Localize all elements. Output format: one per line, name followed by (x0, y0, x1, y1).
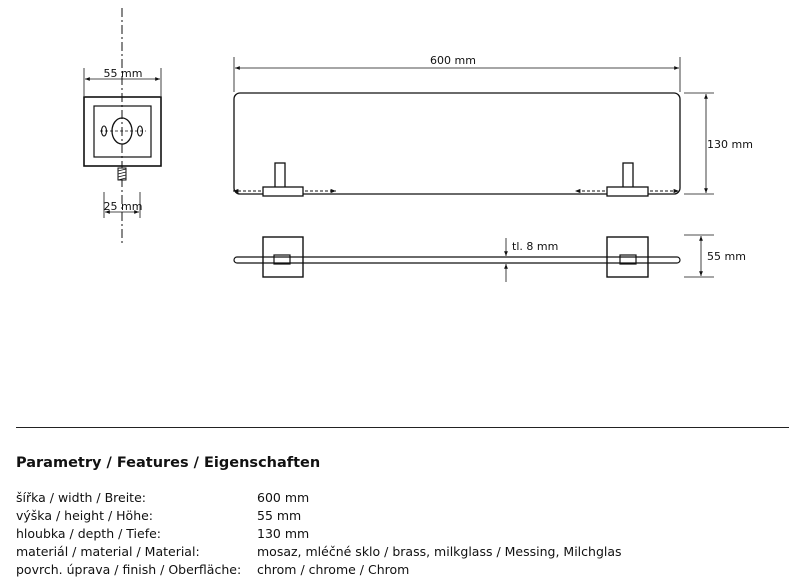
spec-label: šířka / width / Breite: (16, 490, 146, 505)
spec-label: hloubka / depth / Tiefe: (16, 526, 161, 541)
top-bracket-left-outer (262, 236, 304, 278)
top-bracket-right-outer (606, 236, 649, 278)
glass-shelf-front (233, 92, 681, 195)
bracket-left-base (262, 186, 304, 197)
top-bracket-right-inner (619, 254, 637, 265)
side-view (83, 8, 162, 246)
technical-drawing: 55 mm 25 mm 600 mm 130 mm tl. 8 mm (83, 8, 753, 282)
section-divider (16, 427, 789, 428)
side-width-label: 55 mm (104, 67, 143, 80)
length-label: 600 mm (430, 54, 476, 67)
top-bracket-left-inner (273, 254, 291, 265)
top-view (233, 234, 714, 282)
spec-value: chrom / chrome / Chrom (257, 562, 410, 577)
side-plate-outer (83, 96, 162, 167)
thickness-label: tl. 8 mm (512, 240, 558, 253)
front-view (233, 57, 714, 197)
spec-value: 600 mm (257, 490, 310, 505)
glass-shelf-top (233, 256, 681, 264)
side-screw-hole-left (100, 125, 108, 137)
mount-width-label: 25 mm (104, 200, 143, 213)
spec-label: povrch. úprava / finish / Oberfläche: (16, 562, 242, 577)
bracket-right-arm (622, 162, 634, 189)
side-plate-inner (93, 105, 152, 158)
spec-value: 55 mm (257, 508, 302, 523)
spec-label: výška / height / Höhe: (16, 508, 154, 523)
depth-label: 55 mm (707, 250, 746, 263)
spec-value: 130 mm (257, 526, 310, 541)
bracket-right-base (606, 186, 649, 197)
spec-title: Parametry / Features / Eigenschaften (16, 455, 321, 471)
side-screw-hole-right (136, 125, 144, 137)
height-label: 130 mm (707, 138, 753, 151)
spec-value: mosaz, mléčné sklo / brass, milkglass / … (257, 544, 622, 559)
side-center-oval (111, 117, 133, 145)
bracket-left-arm (274, 162, 286, 189)
spec-label: materiál / material / Material: (16, 544, 200, 559)
